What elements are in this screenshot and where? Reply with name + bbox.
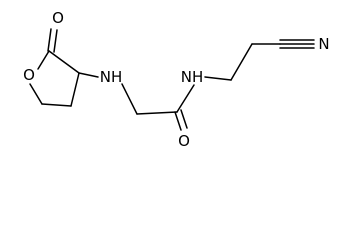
bond-carbonyl-carbon-amide-nitrogen	[176, 84, 195, 113]
bond-ring-oxygen-c5	[29, 83, 43, 105]
carbonyl-oxygen-label: O	[52, 9, 64, 27]
amine-label: NH	[100, 68, 123, 86]
bond-amide-carbonyl-b	[180, 109, 188, 129]
bond-ch2-carbonyl-carbon	[136, 111, 178, 115]
amide-nitrogen-label: NH	[181, 68, 204, 86]
bond-c5-c4	[41, 103, 72, 107]
ring-oxygen-label: O	[23, 66, 35, 84]
bond-c3-amine	[78, 72, 99, 78]
amide-oxygen-label: O	[178, 132, 190, 150]
bond-c3-c2	[48, 50, 80, 74]
bond-c2-ring-oxygen	[37, 50, 50, 70]
skeletal-structure-diagram: O O NH NH O N	[23, 9, 330, 150]
lactone-ring	[29, 50, 80, 107]
nitrile-nitrogen-label: N	[318, 35, 329, 53]
bond-amide-nitrogen-ch2	[204, 76, 232, 81]
bond-c4-c3	[70, 72, 80, 107]
lactone-carbonyl-double-bond	[47, 28, 58, 53]
bond-amine-ch2	[121, 83, 138, 115]
bond-ch2-ch2	[230, 43, 253, 81]
bond-amide-carbonyl-a	[174, 111, 182, 131]
amide-carbonyl-double-bond	[174, 109, 188, 131]
nitrile-triple-bond	[279, 39, 315, 49]
bond-c2-carbonyl-oxygen-b	[53, 29, 58, 53]
bond-c2-carbonyl-oxygen-a	[47, 28, 52, 52]
